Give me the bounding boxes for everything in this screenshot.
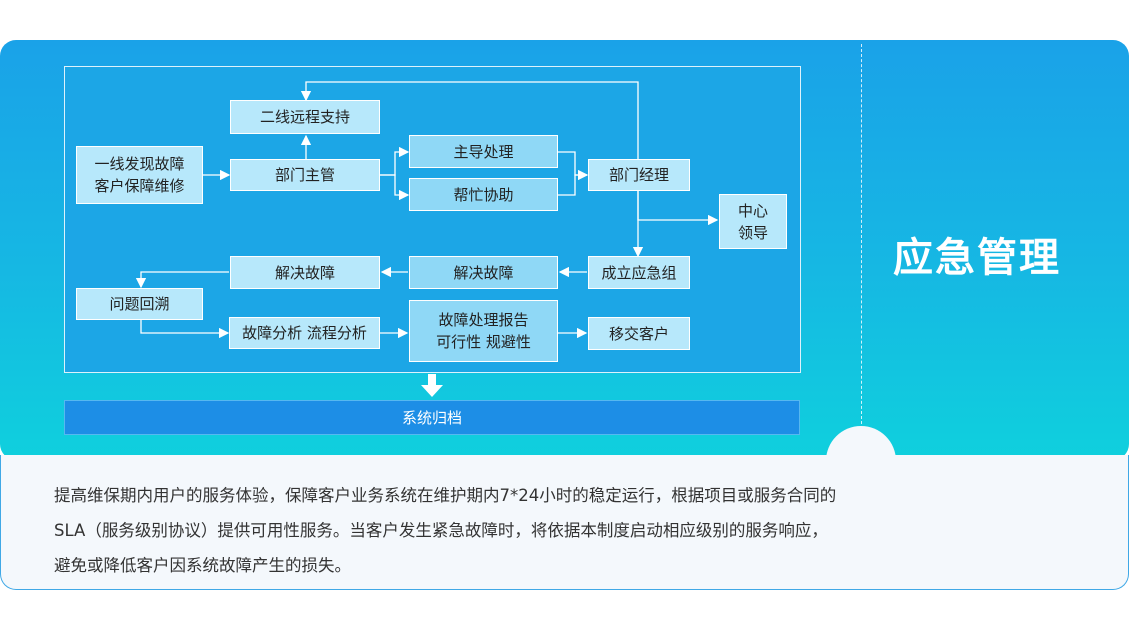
node-report-l1: 故障处理报告	[438, 311, 529, 329]
panel-notch	[826, 426, 896, 496]
node-center-leader-l1: 中心	[737, 201, 768, 220]
node-second-line: 二线远程支持	[230, 100, 380, 134]
description-panel	[0, 455, 1129, 590]
node-report: 故障处理报告可行性 规避性	[409, 300, 558, 362]
node-trace-back: 问题回溯	[76, 288, 203, 320]
description-line: 提高维保期内用户的服务体验，保障客户业务系统在维护期内7*24小时的稳定运行，根…	[54, 486, 837, 505]
page-title: 应急管理	[893, 235, 1061, 281]
node-dept-supervisor: 部门主管	[230, 159, 380, 191]
node-report-l2: 可行性 规避性	[436, 333, 531, 351]
node-resolve-fault-1: 解决故障	[230, 256, 380, 289]
node-resolve-fault-2: 解决故障	[409, 256, 558, 289]
node-dept-manager: 部门经理	[588, 159, 690, 191]
node-center-leader-l2: 领导	[737, 223, 768, 242]
node-first-line-l2: 客户保障维修	[94, 177, 185, 195]
node-first-line-l1: 一线发现故障	[94, 155, 185, 173]
description-text: 提高维保期内用户的服务体验，保障客户业务系统在维护期内7*24小时的稳定运行，根…	[54, 478, 1084, 583]
node-analysis: 故障分析 流程分析	[229, 317, 380, 349]
description-line: SLA（服务级别协议）提供可用性服务。当客户发生紧急故障时，将依据本制度启动相应…	[54, 521, 828, 540]
description-line: 避免或降低客户因系统故障产生的损失。	[54, 556, 351, 575]
system-archive-bar: 系统归档	[64, 400, 800, 435]
node-lead-handling: 主导处理	[409, 135, 558, 168]
node-emergency-team: 成立应急组	[588, 256, 690, 289]
divider	[861, 44, 862, 424]
node-assist: 帮忙协助	[409, 178, 558, 211]
node-handover: 移交客户	[588, 317, 690, 350]
node-first-line: 一线发现故障客户保障维修	[76, 146, 203, 204]
down-arrow-icon	[421, 374, 443, 397]
node-center-leader: 中心领导	[719, 194, 787, 249]
